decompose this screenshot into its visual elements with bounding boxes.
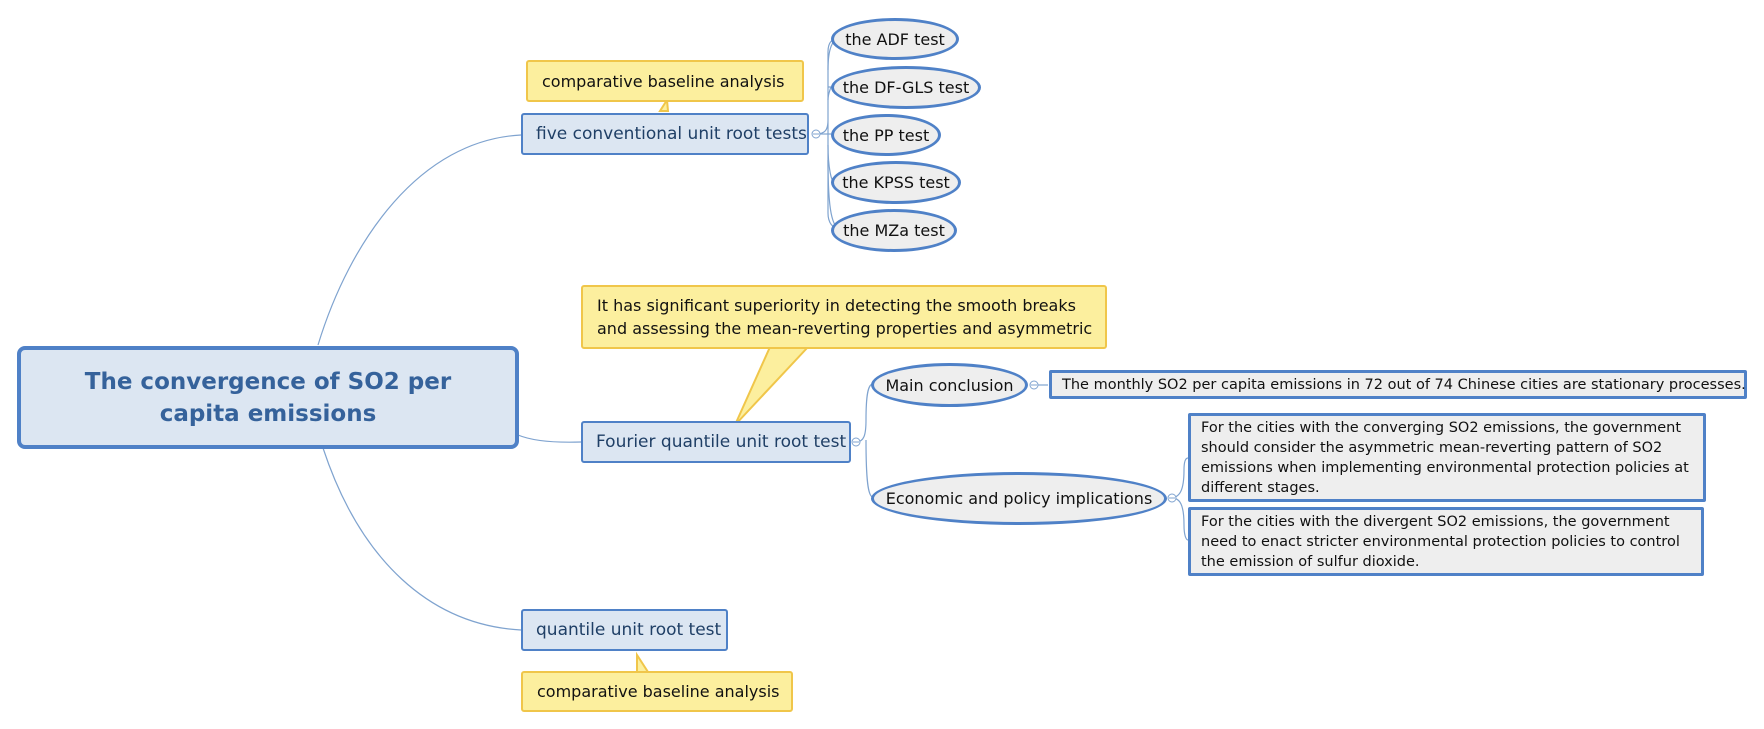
main-conclusion-detail[interactable]: The monthly SO2 per capita emissions in … — [1049, 370, 1747, 399]
topic-five-conventional-tests-label: five conventional unit root tests — [536, 124, 807, 144]
implications-detail-converging-text: For the cities with the converging SO2 e… — [1201, 420, 1689, 496]
implications-label: Economic and policy implications — [885, 489, 1153, 508]
callout-quantile[interactable]: comparative baseline analysis — [521, 671, 793, 712]
callout-fourier-line-2: and assessing the mean-reverting propert… — [597, 319, 1093, 338]
callout-fourier-line-1: It has significant superiority in detect… — [597, 296, 1076, 315]
callout-pointer-quantile — [636, 651, 650, 673]
topic-quantile-unit-root-test-label: quantile unit root test — [536, 620, 722, 640]
test-kpss-label: the KPSS test — [842, 173, 950, 192]
test-adf-label: the ADF test — [845, 29, 945, 49]
main-conclusion-detail-text: The monthly SO2 per capita emissions in … — [1062, 376, 1746, 393]
connector-central-quantile — [322, 447, 522, 631]
connector-fourier-main — [855, 383, 874, 443]
test-mza-label: the MZa test — [843, 221, 945, 240]
connector-tests-dfgls — [827, 86, 832, 101]
topic-fourier-quantile-test-label: Fourier quantile unit root test — [596, 432, 847, 452]
test-kpss[interactable]: the KPSS test — [831, 161, 961, 204]
callout-pointer-conventional — [658, 96, 670, 112]
test-adf[interactable]: the ADF test — [831, 18, 959, 60]
callout-fourier[interactable]: It has significant superiority in detect… — [581, 285, 1107, 349]
topic-fourier-quantile-test[interactable]: Fourier quantile unit root test — [581, 421, 851, 463]
central-topic-title: The convergence of SO2 per capita emissi… — [84, 368, 452, 427]
implications-node[interactable]: Economic and policy implications — [871, 472, 1167, 525]
main-conclusion-node[interactable]: Main conclusion — [871, 363, 1028, 407]
connector-conventional-tests — [815, 37, 842, 230]
test-pp-label: the PP test — [842, 125, 930, 145]
main-conclusion-label: Main conclusion — [885, 375, 1014, 395]
test-dfgls[interactable]: the DF-GLS test — [831, 66, 981, 109]
connector-central-conventional — [317, 134, 522, 346]
implications-detail-divergent[interactable]: For the cities with the divergent SO2 em… — [1188, 507, 1704, 576]
connector-fourier-implications — [865, 439, 874, 498]
central-topic[interactable]: The convergence of SO2 per capita emissi… — [17, 346, 519, 449]
test-dfgls-label: the DF-GLS test — [842, 78, 970, 97]
test-pp[interactable]: the PP test — [831, 114, 941, 156]
callout-quantile-text: comparative baseline analysis — [537, 682, 780, 701]
callout-conventional[interactable]: comparative baseline analysis — [526, 60, 804, 102]
connector-implications-detail2 — [1171, 497, 1189, 541]
implications-detail-divergent-text: For the cities with the divergent SO2 em… — [1201, 514, 1680, 570]
callout-pointer-fourier — [734, 346, 809, 426]
callout-conventional-text: comparative baseline analysis — [542, 71, 785, 91]
topic-five-conventional-tests[interactable]: five conventional unit root tests — [521, 113, 809, 155]
connector-central-fourier — [517, 434, 582, 443]
implications-detail-converging[interactable]: For the cities with the converging SO2 e… — [1188, 413, 1706, 502]
topic-quantile-unit-root-test[interactable]: quantile unit root test — [521, 609, 728, 651]
test-mza[interactable]: the MZa test — [831, 209, 957, 252]
connector-implications-detail1 — [1169, 457, 1189, 499]
